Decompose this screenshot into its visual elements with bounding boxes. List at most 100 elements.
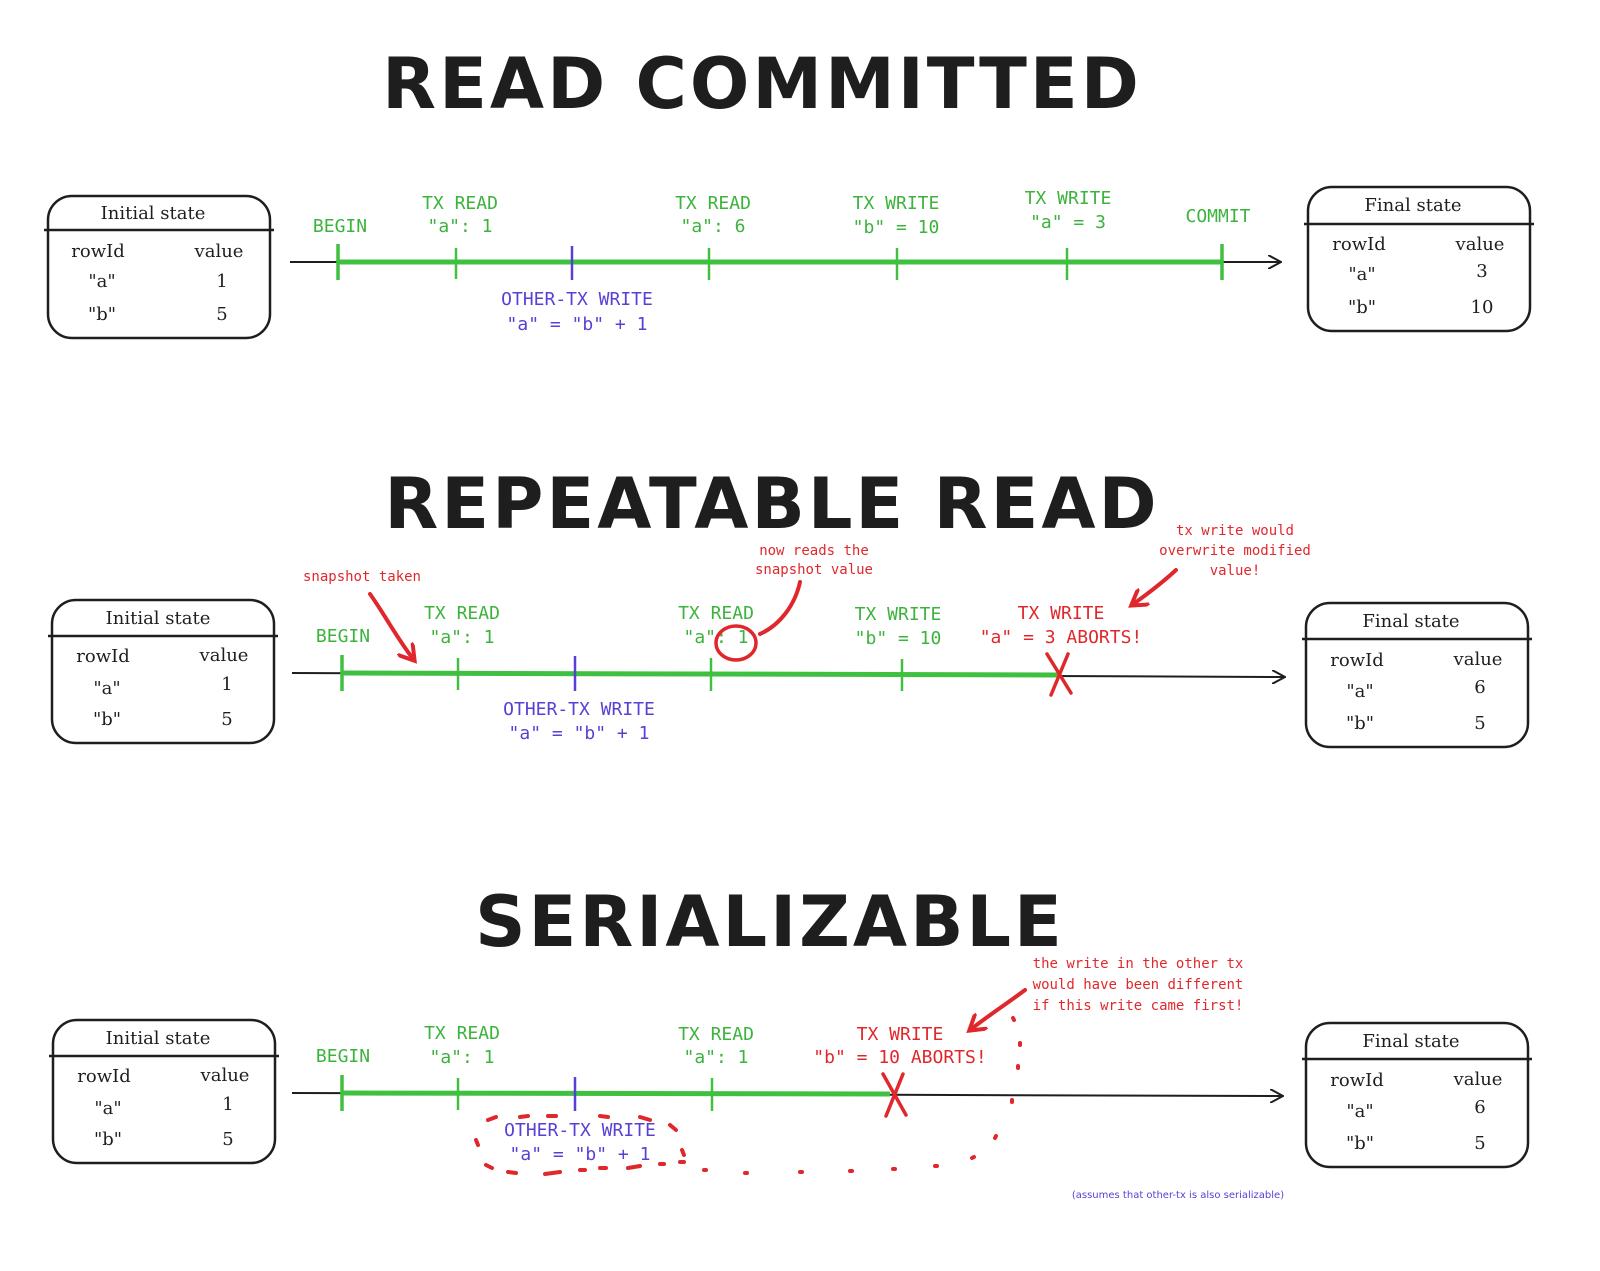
- abort-x-mark: [881, 1072, 908, 1118]
- section-title: REPEATABLE READ: [384, 463, 1159, 545]
- event-write-label: TX WRITE: [853, 193, 940, 214]
- initial-state-table: Initial state rowId value "a" 1 "b" 5: [44, 194, 274, 340]
- cell-row-id: "b": [1348, 297, 1376, 318]
- annotation-dotted-loop: [474, 1016, 1022, 1176]
- column-header-rowid: rowId: [71, 241, 124, 262]
- cell-value: 1: [222, 1094, 233, 1115]
- final-state-table: Final state rowId value "a" 6 "b" 5: [1302, 1021, 1532, 1169]
- other-tx-write-label: OTHER-TX WRITE: [503, 699, 655, 720]
- transaction-span: [341, 1090, 891, 1097]
- cell-value: 6: [1474, 1097, 1485, 1118]
- event-begin: BEGIN: [313, 216, 367, 237]
- section-read-committed: READ COMMITTED Initial state rowId value…: [44, 43, 1534, 340]
- cell-value: 3: [1476, 261, 1487, 282]
- event-commit: COMMIT: [1185, 206, 1250, 227]
- annotation-different-line: if this write came first!: [1033, 998, 1244, 1014]
- event-read-value: "a": 1: [429, 627, 494, 648]
- table-title: Final state: [1362, 1031, 1459, 1052]
- other-tx-write-value: "a" = "b" + 1: [507, 314, 648, 335]
- event-read-label: TX READ: [675, 193, 751, 214]
- event-write-value: "a" = 3 ABORTS!: [980, 627, 1143, 648]
- cell-row-id: "b": [88, 304, 116, 325]
- column-header-rowid: rowId: [1330, 650, 1383, 671]
- final-state-table: Final state rowId value "a" 3 "b" 10: [1304, 185, 1534, 333]
- other-tx-write-value: "a" = "b" + 1: [509, 723, 650, 744]
- final-state-table: Final state rowId value "a" 6 "b" 5: [1302, 601, 1532, 749]
- other-tx-write-label: OTHER-TX WRITE: [504, 1120, 656, 1141]
- event-begin: BEGIN: [316, 1046, 370, 1067]
- cell-value: 1: [221, 674, 232, 695]
- event-read-label: TX READ: [678, 603, 754, 624]
- annotation-different-line: the write in the other tx: [1033, 956, 1244, 972]
- other-tx-write-label: OTHER-TX WRITE: [501, 289, 653, 310]
- column-header-value: value: [199, 645, 249, 666]
- cell-value: 6: [1474, 677, 1485, 698]
- cell-row-id: "a": [1348, 264, 1375, 285]
- column-header-value: value: [200, 1065, 250, 1086]
- event-write-label: TX WRITE: [857, 1024, 944, 1045]
- annotation-overwrite-line: value!: [1210, 563, 1261, 579]
- abort-x-mark: [1045, 652, 1073, 697]
- cell-row-id: "a": [88, 271, 115, 292]
- annotation-arrow: [368, 592, 414, 660]
- column-header-rowid: rowId: [1332, 234, 1385, 255]
- cell-row-id: "b": [93, 709, 121, 730]
- table-title: Initial state: [101, 203, 206, 224]
- cell-row-id: "b": [94, 1129, 122, 1150]
- section-repeatable-read: REPEATABLE READ Initial state rowId valu…: [48, 463, 1532, 749]
- event-read-value: "a": 1: [429, 1047, 494, 1068]
- cell-row-id: "a": [1346, 681, 1373, 702]
- section-title: READ COMMITTED: [382, 43, 1142, 125]
- column-header-value: value: [194, 241, 244, 262]
- initial-state-table: Initial state rowId value "a" 1 "b" 5: [48, 598, 278, 745]
- cell-value: 10: [1471, 297, 1494, 318]
- event-read-label: TX READ: [422, 193, 498, 214]
- annotation-arrow: [970, 988, 1027, 1030]
- cell-value: 5: [222, 1129, 233, 1150]
- cell-value: 1: [216, 271, 227, 292]
- column-header-value: value: [1453, 1069, 1503, 1090]
- annotation-different-line: would have been different: [1033, 977, 1244, 993]
- cell-row-id: "b": [1346, 1133, 1374, 1154]
- column-header-rowid: rowId: [77, 1066, 130, 1087]
- cell-value: 5: [216, 304, 227, 325]
- other-tx-write-value: "a" = "b" + 1: [510, 1144, 651, 1165]
- timeline: [291, 652, 1284, 697]
- event-read-label: TX READ: [678, 1024, 754, 1045]
- transaction-span: [341, 670, 1059, 678]
- section-serializable: SERIALIZABLE Initial state rowId value "…: [49, 881, 1532, 1201]
- event-read-value: "a": 6: [680, 216, 745, 237]
- column-header-rowid: rowId: [76, 646, 129, 667]
- annotation-reads-line: now reads the: [759, 543, 869, 559]
- table-title: Final state: [1364, 195, 1461, 216]
- event-write-value: "a" = 3: [1030, 212, 1106, 233]
- event-write-value: "b" = 10: [853, 217, 940, 238]
- event-write-label: TX WRITE: [1018, 603, 1105, 624]
- column-header-value: value: [1455, 234, 1505, 255]
- timeline: [290, 244, 1280, 280]
- event-read-label: TX READ: [424, 1023, 500, 1044]
- annotation-arrow: [1132, 568, 1178, 605]
- initial-state-table: Initial state rowId value "a" 1 "b" 5: [49, 1018, 279, 1165]
- column-header-value: value: [1453, 649, 1503, 670]
- column-header-rowid: rowId: [1330, 1070, 1383, 1091]
- cell-row-id: "a": [1346, 1101, 1373, 1122]
- annotation-circle: [714, 624, 758, 662]
- event-read-label: TX READ: [424, 603, 500, 624]
- event-write-label: TX WRITE: [855, 604, 942, 625]
- table-title: Initial state: [106, 1028, 211, 1049]
- annotation-snapshot-taken: snapshot taken: [303, 569, 421, 585]
- event-begin: BEGIN: [316, 626, 370, 647]
- cell-row-id: "a": [93, 678, 120, 699]
- event-write-label: TX WRITE: [1025, 188, 1112, 209]
- cell-value: 5: [1474, 713, 1485, 734]
- event-write-value: "b" = 10: [855, 628, 942, 649]
- event-write-value: "b" = 10 ABORTS!: [813, 1047, 986, 1068]
- cell-row-id: "a": [94, 1098, 121, 1119]
- table-title: Initial state: [106, 608, 211, 629]
- annotation-overwrite-line: tx write would: [1176, 523, 1294, 539]
- cell-value: 5: [221, 709, 232, 730]
- event-read-value: "a": 1: [427, 216, 492, 237]
- section-title: SERIALIZABLE: [475, 881, 1065, 963]
